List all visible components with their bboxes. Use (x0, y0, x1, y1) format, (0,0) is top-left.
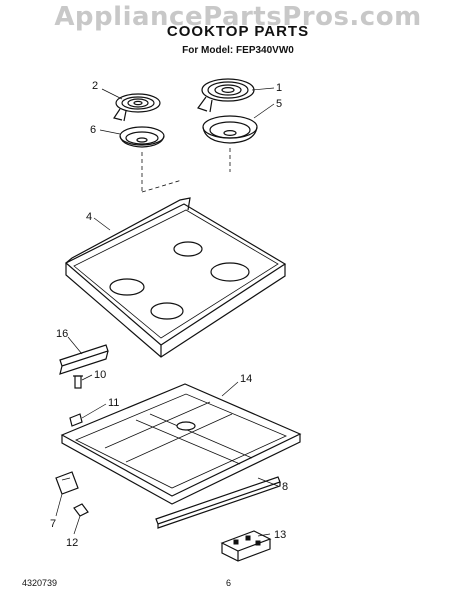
callout-6: 6 (90, 124, 96, 136)
callout-12: 13 (274, 529, 286, 541)
small-drip-bowl (119, 126, 165, 148)
terminal-block (220, 530, 272, 562)
callout-7: 7 (50, 518, 56, 530)
watermark: AppliancePartsPros.com (54, 2, 422, 32)
front-trim-strip (155, 476, 281, 529)
bracket (59, 344, 109, 375)
callout-2: 2 (92, 80, 98, 92)
callout-16: 16 (56, 328, 68, 340)
callout-11: 11 (108, 397, 119, 409)
callout-4: 4 (86, 211, 92, 223)
main-cooktop (64, 197, 287, 358)
callout-5: 5 (276, 98, 282, 110)
callout-13: 12 (66, 537, 78, 549)
diagram-title: COOKTOP PARTS (166, 23, 310, 40)
large-drip-bowl (202, 115, 258, 144)
large-surface-element (197, 78, 255, 113)
mounting-bracket (55, 471, 79, 495)
diagram-code: 4320739 (22, 578, 58, 588)
support-panel (60, 383, 302, 505)
small-surface-element (113, 93, 161, 122)
callout-14: 14 (240, 373, 252, 385)
small-clip (73, 503, 89, 517)
clip (69, 413, 83, 427)
callout-10: 10 (94, 369, 106, 381)
screw (73, 375, 83, 389)
page-number: 6 (226, 578, 232, 588)
model-subtitle: For Model: FEP340VW0 (182, 45, 294, 56)
callout-8: 8 (282, 481, 288, 493)
callout-1: 1 (276, 82, 282, 94)
